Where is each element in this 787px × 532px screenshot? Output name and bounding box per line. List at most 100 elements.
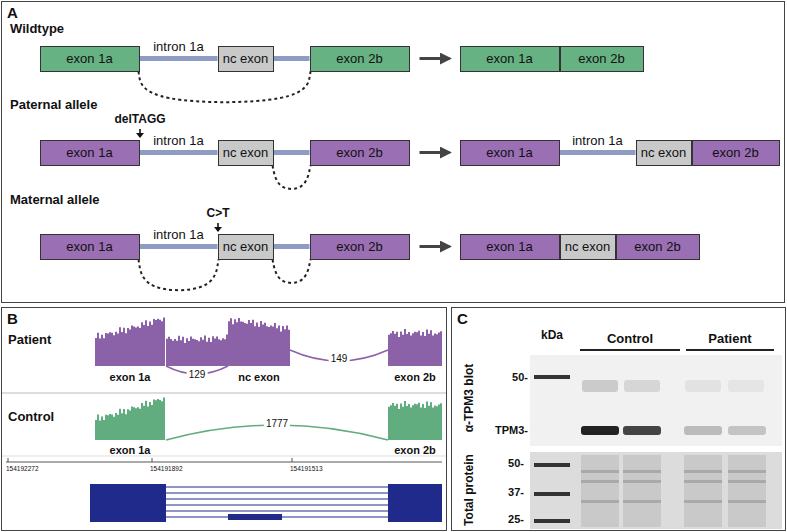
track-separator xyxy=(2,456,446,457)
mutation-arrow-head xyxy=(214,227,222,232)
protein-band xyxy=(728,426,766,435)
exon-box: exon 2b xyxy=(310,140,410,166)
row-title: Paternal allele xyxy=(10,98,97,113)
transcript-line xyxy=(166,499,388,500)
blot-smear xyxy=(582,380,618,392)
coordinate-label: 154192272 xyxy=(6,465,39,472)
ladder-band xyxy=(534,375,570,379)
exon-name: nc exon xyxy=(565,239,611,254)
junction-arc xyxy=(290,350,388,361)
total-protein-band xyxy=(684,480,722,483)
process-arrow xyxy=(420,57,450,60)
exon-label: exon 1a xyxy=(110,444,151,457)
total-protein-lane xyxy=(684,455,722,527)
splice-arc xyxy=(273,260,311,283)
exon-box: exon 1a xyxy=(40,234,140,260)
exon-label: exon 2b xyxy=(394,444,436,457)
blot-smear xyxy=(685,380,721,392)
junction-count: 1777 xyxy=(264,418,290,430)
exon-box: exon 2b xyxy=(310,46,410,72)
marker-label: 37- xyxy=(508,486,524,499)
total-protein-band xyxy=(581,470,619,473)
exon-name: exon 2b xyxy=(712,145,758,160)
track-name: Control xyxy=(8,410,54,425)
exon-box: exon 1a xyxy=(460,234,560,260)
total-protein-band xyxy=(684,470,722,473)
noncoding-exon-box: nc exon xyxy=(218,140,274,166)
total-protein-band xyxy=(623,470,661,473)
exon-name: exon 1a xyxy=(66,145,112,160)
intron-line xyxy=(560,150,636,155)
total-protein-lane xyxy=(581,455,619,527)
exon-box: exon 2b xyxy=(616,234,700,260)
coverage-histogram xyxy=(388,401,442,440)
protein-band xyxy=(581,426,619,435)
intron-label: intron 1a xyxy=(153,228,204,243)
exon-box: exon 2b xyxy=(692,140,780,166)
exon-box: exon 1a xyxy=(460,140,560,166)
exon-block xyxy=(228,514,282,520)
exon-name: exon 2b xyxy=(336,51,382,66)
axis-tick xyxy=(292,458,293,462)
panel-letter: A xyxy=(7,4,18,21)
marker-label: 50- xyxy=(508,457,524,470)
row-title: Wildtype xyxy=(10,22,64,37)
mutation-label: C>T xyxy=(206,207,229,221)
exon-name: exon 2b xyxy=(336,145,382,160)
blot-membrane xyxy=(530,355,782,446)
coverage-histogram xyxy=(228,318,290,366)
exon-box: exon 1a xyxy=(40,140,140,166)
junction-count: 129 xyxy=(187,369,208,381)
junction-arc xyxy=(166,366,228,374)
exon-label: exon 2b xyxy=(394,371,436,384)
total-protein-lane xyxy=(623,455,661,527)
axis-tick xyxy=(8,458,9,462)
exon-name: nc exon xyxy=(223,51,269,66)
exon-box: exon 1a xyxy=(40,46,140,72)
intron-label: intron 1a xyxy=(153,40,204,55)
intron-line xyxy=(140,150,218,155)
exon-name: exon 1a xyxy=(486,239,532,254)
exon-name: exon 2b xyxy=(578,51,624,66)
row-title: Maternal allele xyxy=(10,193,100,208)
blot-label: Total protein xyxy=(463,454,477,526)
intron-line xyxy=(274,244,310,249)
exon-name: nc exon xyxy=(223,145,269,160)
total-protein-band xyxy=(728,480,766,483)
total-protein-band xyxy=(728,470,766,473)
mutation-label: delTAGG xyxy=(114,113,165,127)
intron-label: intron 1a xyxy=(572,134,623,149)
ladder-band xyxy=(534,519,570,523)
exon-name: exon 2b xyxy=(336,239,382,254)
coordinate-label: 154191892 xyxy=(150,465,183,472)
transcript-line xyxy=(166,493,388,494)
coordinate-axis xyxy=(6,462,442,463)
axis-tick xyxy=(152,458,153,462)
transcript-line xyxy=(166,487,388,488)
noncoding-exon-box: nc exon xyxy=(636,140,692,166)
intron-line xyxy=(274,150,310,155)
intron-label: intron 1a xyxy=(153,134,204,149)
intron-line xyxy=(274,56,310,61)
blot-membrane xyxy=(530,452,782,529)
lane-group-label: Control xyxy=(607,332,653,347)
total-protein-band xyxy=(623,480,661,483)
transcript-line xyxy=(166,505,388,506)
coverage-histogram xyxy=(95,398,165,440)
exon-box: exon 2b xyxy=(310,234,410,260)
total-protein-band xyxy=(581,480,619,483)
coverage-histogram xyxy=(95,318,165,366)
exon-block xyxy=(388,484,442,522)
noncoding-exon-box: nc exon xyxy=(218,46,274,72)
band-label: TPM3- xyxy=(495,424,528,437)
exon-label: exon 1a xyxy=(110,371,151,384)
exon-name: exon 1a xyxy=(486,51,532,66)
exon-name: exon 1a xyxy=(486,145,532,160)
junction-count: 149 xyxy=(329,353,350,365)
exon-name: exon 1a xyxy=(66,51,112,66)
blot-label: α-TPM3 blot xyxy=(463,364,477,433)
blot-smear xyxy=(728,380,764,392)
track-name: Patient xyxy=(8,333,51,348)
